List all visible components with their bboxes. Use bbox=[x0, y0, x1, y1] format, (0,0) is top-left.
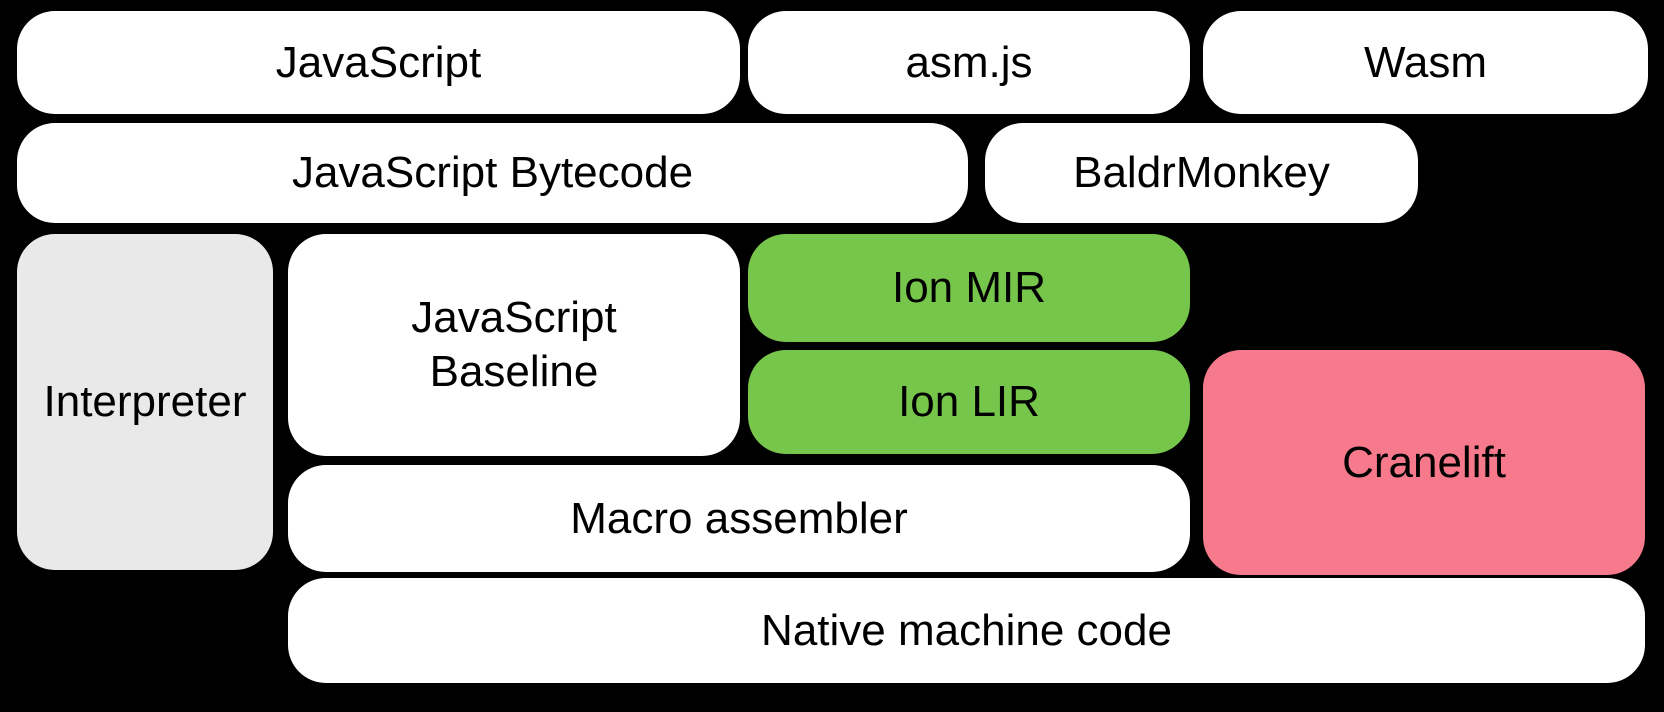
box-macro-assembler-label: Macro assembler bbox=[570, 493, 908, 543]
box-wasm-label: Wasm bbox=[1363, 37, 1488, 87]
box-javascript-baseline-label: JavaScript Baseline bbox=[411, 293, 617, 396]
box-cranelift: Cranelift bbox=[1203, 350, 1645, 575]
box-asmjs-label: asm.js bbox=[905, 37, 1033, 87]
box-javascript-label: JavaScript bbox=[275, 37, 482, 87]
box-baldrmonkey-label: BaldrMonkey bbox=[1073, 148, 1330, 198]
box-ion-mir: Ion MIR bbox=[748, 234, 1190, 342]
box-javascript-baseline: JavaScript Baseline bbox=[288, 234, 740, 456]
box-interpreter-label: Interpreter bbox=[43, 377, 247, 427]
box-asmjs: asm.js bbox=[748, 11, 1190, 114]
box-interpreter: Interpreter bbox=[17, 234, 273, 570]
box-native-machine-code-label: Native machine code bbox=[761, 605, 1172, 655]
box-ion-lir-label: Ion LIR bbox=[898, 377, 1040, 427]
box-ion-mir-label: Ion MIR bbox=[891, 263, 1047, 313]
box-javascript-bytecode: JavaScript Bytecode bbox=[17, 123, 968, 223]
box-native-machine-code: Native machine code bbox=[288, 578, 1645, 683]
box-cranelift-label: Cranelift bbox=[1342, 437, 1506, 487]
box-macro-assembler: Macro assembler bbox=[288, 465, 1190, 572]
box-javascript-bytecode-label: JavaScript Bytecode bbox=[291, 148, 694, 198]
box-baldrmonkey: BaldrMonkey bbox=[985, 123, 1418, 223]
box-javascript: JavaScript bbox=[17, 11, 740, 114]
box-wasm: Wasm bbox=[1203, 11, 1648, 114]
box-ion-lir: Ion LIR bbox=[748, 350, 1190, 454]
